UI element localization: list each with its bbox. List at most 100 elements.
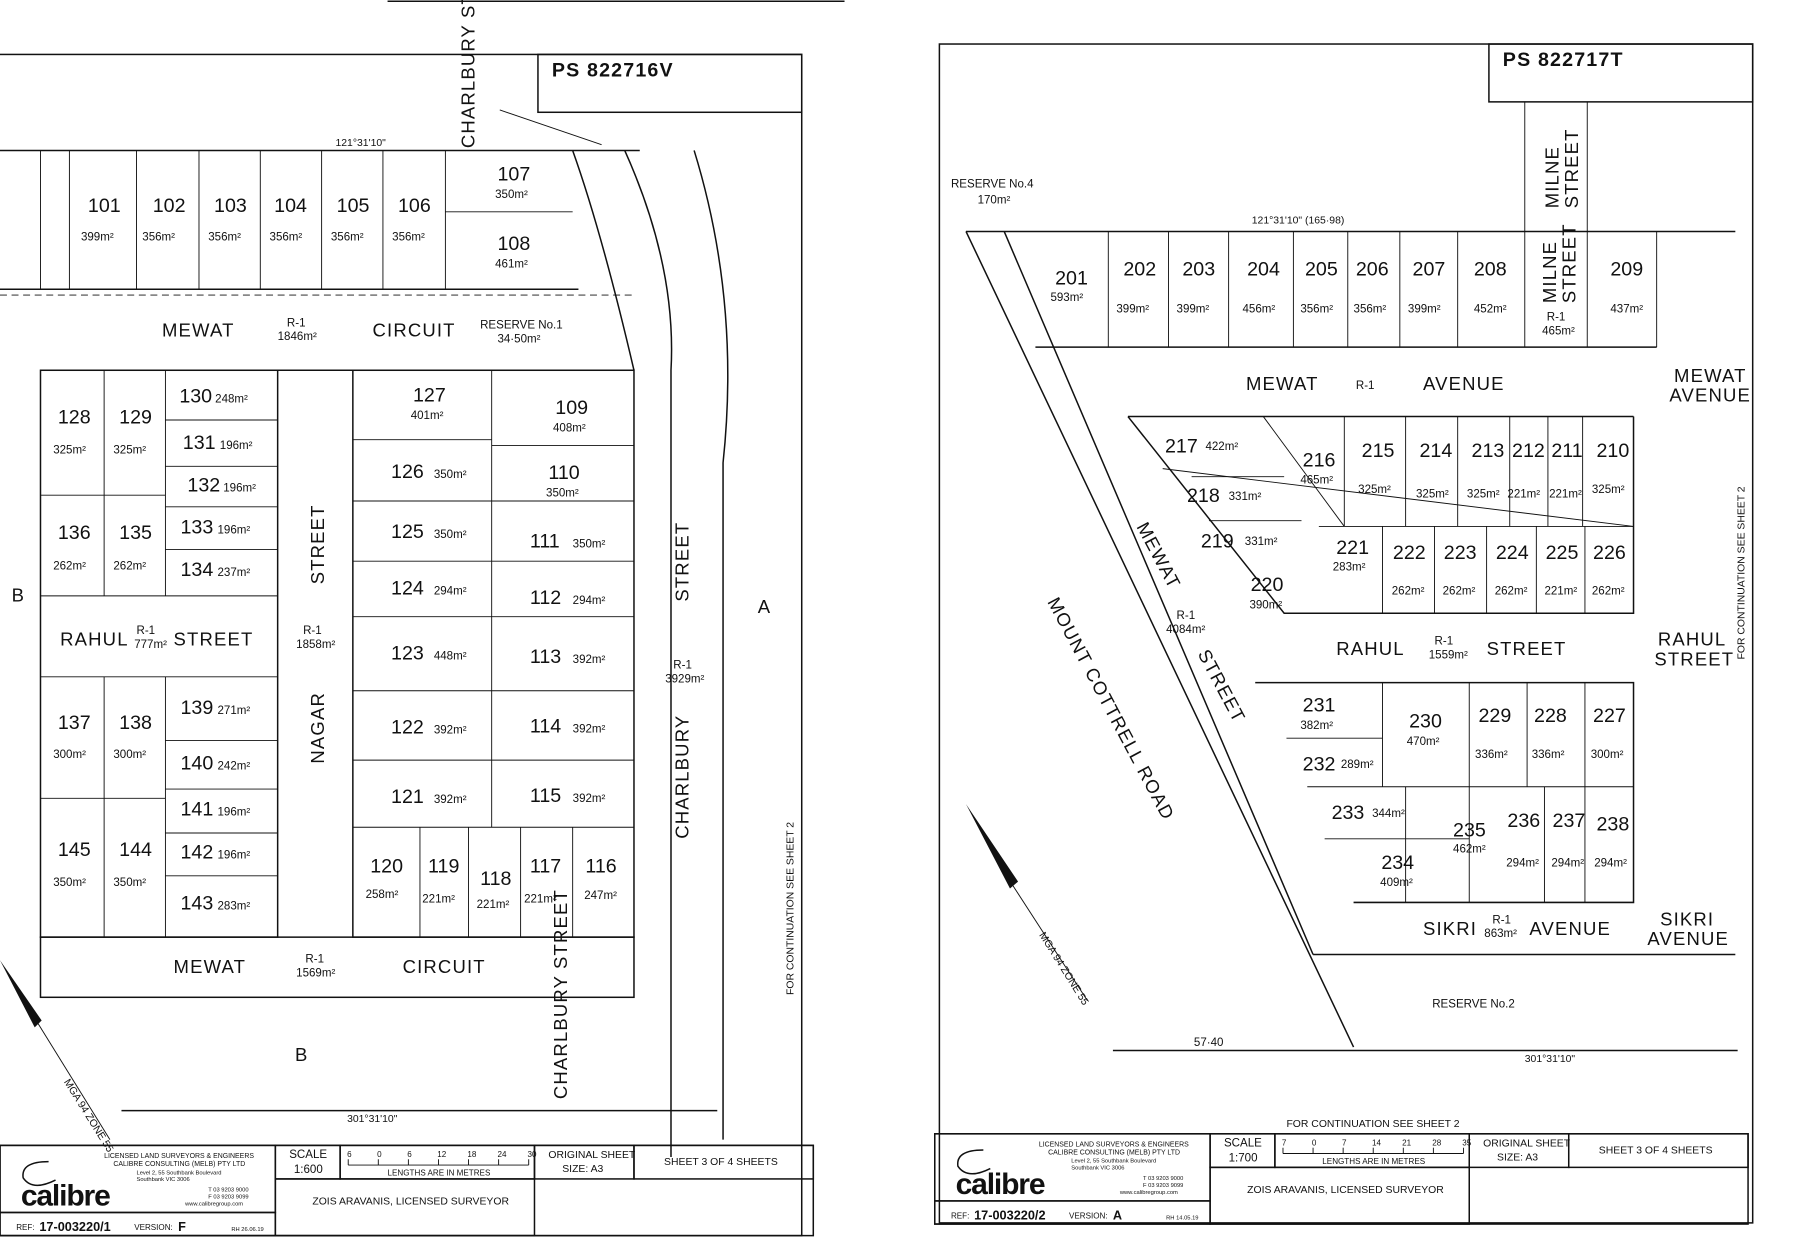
lot-130-area: 248m² (215, 394, 248, 406)
lot-235-area: 462m² (1453, 844, 1486, 856)
lot-131-number: 131 (183, 432, 216, 454)
lots-sheet-1: 101399m²102356m²103356m²104356m²105356m²… (53, 164, 617, 915)
lot-206-area: 356m² (1354, 303, 1387, 315)
ref-label: REF: (16, 1223, 34, 1232)
lot-227-number: 227 (1593, 705, 1626, 727)
mewat-b-area: 1569m² (296, 967, 335, 979)
street-mewat-street-2: STREET (1194, 646, 1250, 726)
lot-232-area: 289m² (1341, 759, 1374, 771)
lot-119-number: 119 (428, 855, 459, 877)
lot-201-area: 593m² (1050, 292, 1083, 304)
lot-133-area: 196m² (217, 524, 250, 536)
sheet-2: PS 822717T 121°31'10" (165·98) (934, 43, 1754, 1225)
mewat-st-area: 4084m² (1166, 624, 1205, 636)
lot-232-number: 232 (1303, 754, 1336, 776)
lot-115-area: 392m² (573, 793, 606, 805)
street-rahul-2: STREET (1487, 638, 1567, 659)
scale-tick-label: 6 (407, 1150, 412, 1159)
reserve-1-label: RESERVE No.1 (480, 320, 563, 332)
lot-209-area: 437m² (1610, 303, 1643, 315)
scale-value: 1:600 (294, 1164, 323, 1176)
lot-138-number: 138 (119, 712, 152, 734)
surveyor-cell (1209, 1166, 1470, 1225)
dim-bottom: 57·40 (1194, 1037, 1224, 1049)
lot-231-number: 231 (1303, 695, 1336, 717)
lot-101-number: 101 (88, 195, 121, 217)
rahul-area: 777m² (134, 639, 167, 651)
street-milne-2: STREET (1561, 128, 1582, 208)
lot-134-number: 134 (180, 559, 213, 581)
fax: F 03 9203 9099 (1143, 1183, 1183, 1189)
lengths-note: LENGTHS ARE IN METRES (1322, 1157, 1425, 1166)
lots-sheet-2: 201593m²202399m²203399m²204456m²205356m²… (1050, 258, 1643, 889)
lot-138-area: 300m² (113, 749, 146, 761)
lot-116-number: 116 (585, 855, 616, 877)
lot-103-number: 103 (214, 195, 247, 217)
plan-number: PS 822717T (1503, 49, 1624, 71)
lot-133-number: 133 (180, 516, 213, 538)
lot-230-area: 470m² (1407, 736, 1440, 748)
lot-238-area: 294m² (1594, 858, 1627, 870)
original-sheet-size: SIZE: A3 (562, 1164, 603, 1175)
lot-224-number: 224 (1496, 542, 1529, 564)
lot-212-number: 212 (1512, 440, 1545, 462)
address-line-1: Level 2, 55 Southbank Boulevard (1071, 1159, 1156, 1165)
lot-141-number: 141 (180, 799, 213, 821)
address-line-2: Southbank VIC 3006 (137, 1177, 190, 1183)
lot-104-area: 356m² (270, 232, 303, 244)
lot-120-number: 120 (370, 855, 403, 877)
licensed-surveyor: ZOIS ARAVANIS, LICENSED SURVEYOR (1247, 1185, 1444, 1196)
nagar-area: 1858m² (296, 639, 335, 651)
lot-111-number: 111 (530, 530, 560, 552)
lot-213-number: 213 (1472, 440, 1505, 462)
road-reserve-label: R-1 (287, 317, 306, 329)
lot-234-number: 234 (1381, 852, 1414, 874)
scale-tick-label: 0 (1312, 1138, 1317, 1147)
scale-tick-label: 7 (1282, 1138, 1287, 1147)
lot-108-area: 461m² (495, 258, 528, 270)
scale-tick-label: 21 (1402, 1138, 1411, 1147)
lot-225-number: 225 (1546, 542, 1579, 564)
street-charlbury-bottom: CHARLBURY STREET (550, 889, 571, 1099)
sheet-number-cell (633, 1144, 815, 1180)
street-circuit: CIRCUIT (373, 320, 456, 341)
mewat-reserve: R-1 (1356, 380, 1375, 392)
milne-area: 465m² (1542, 325, 1575, 337)
label-b: B (12, 585, 25, 606)
sheet-number: SHEET 3 OF 4 SHEETS (664, 1157, 778, 1168)
lot-144-number: 144 (119, 839, 152, 861)
label-a: A (758, 596, 772, 617)
lot-132-number: 132 (187, 475, 220, 497)
lot-114-number: 114 (530, 715, 561, 737)
scale-tick-label: 14 (1372, 1138, 1381, 1147)
lot-227-area: 300m² (1591, 749, 1624, 761)
lot-219-number: 219 (1201, 530, 1234, 552)
original-sheet-label: ORIGINAL SHEET (548, 1150, 636, 1161)
lot-105-number: 105 (337, 195, 370, 217)
lot-108-number: 108 (497, 233, 530, 255)
lot-125-area: 350m² (434, 529, 467, 541)
road-reserve-area: 1846m² (278, 331, 317, 343)
lot-137-area: 300m² (53, 749, 86, 761)
lot-140-area: 242m² (217, 760, 250, 772)
street-mewat-street: MEWAT (1133, 518, 1186, 592)
lot-204-area: 456m² (1242, 303, 1275, 315)
label-b-bottom: B (295, 1044, 309, 1065)
street-charlbury-right: STREET (671, 522, 692, 602)
street-avenue: AVENUE (1423, 373, 1505, 394)
calibre-logo-icon (957, 1149, 991, 1175)
lot-210-number: 210 (1597, 440, 1630, 462)
continuation-note: FOR CONTINUATION SEE SHEET 2 (786, 822, 797, 995)
lot-234-area: 409m² (1380, 877, 1413, 889)
continuation-note-side: FOR CONTINUATION SEE SHEET 2 (1737, 486, 1748, 659)
street-mewat: MEWAT (162, 320, 235, 341)
lot-104-number: 104 (274, 195, 307, 217)
lot-119-area: 221m² (422, 893, 455, 905)
lot-130-number: 130 (179, 386, 212, 408)
lot-209-number: 209 (1610, 258, 1643, 280)
version-label: VERSION: (134, 1223, 173, 1232)
lot-214-area: 325m² (1416, 489, 1449, 501)
street-circuit-bottom: CIRCUIT (403, 956, 486, 977)
lot-109-number: 109 (555, 397, 588, 419)
